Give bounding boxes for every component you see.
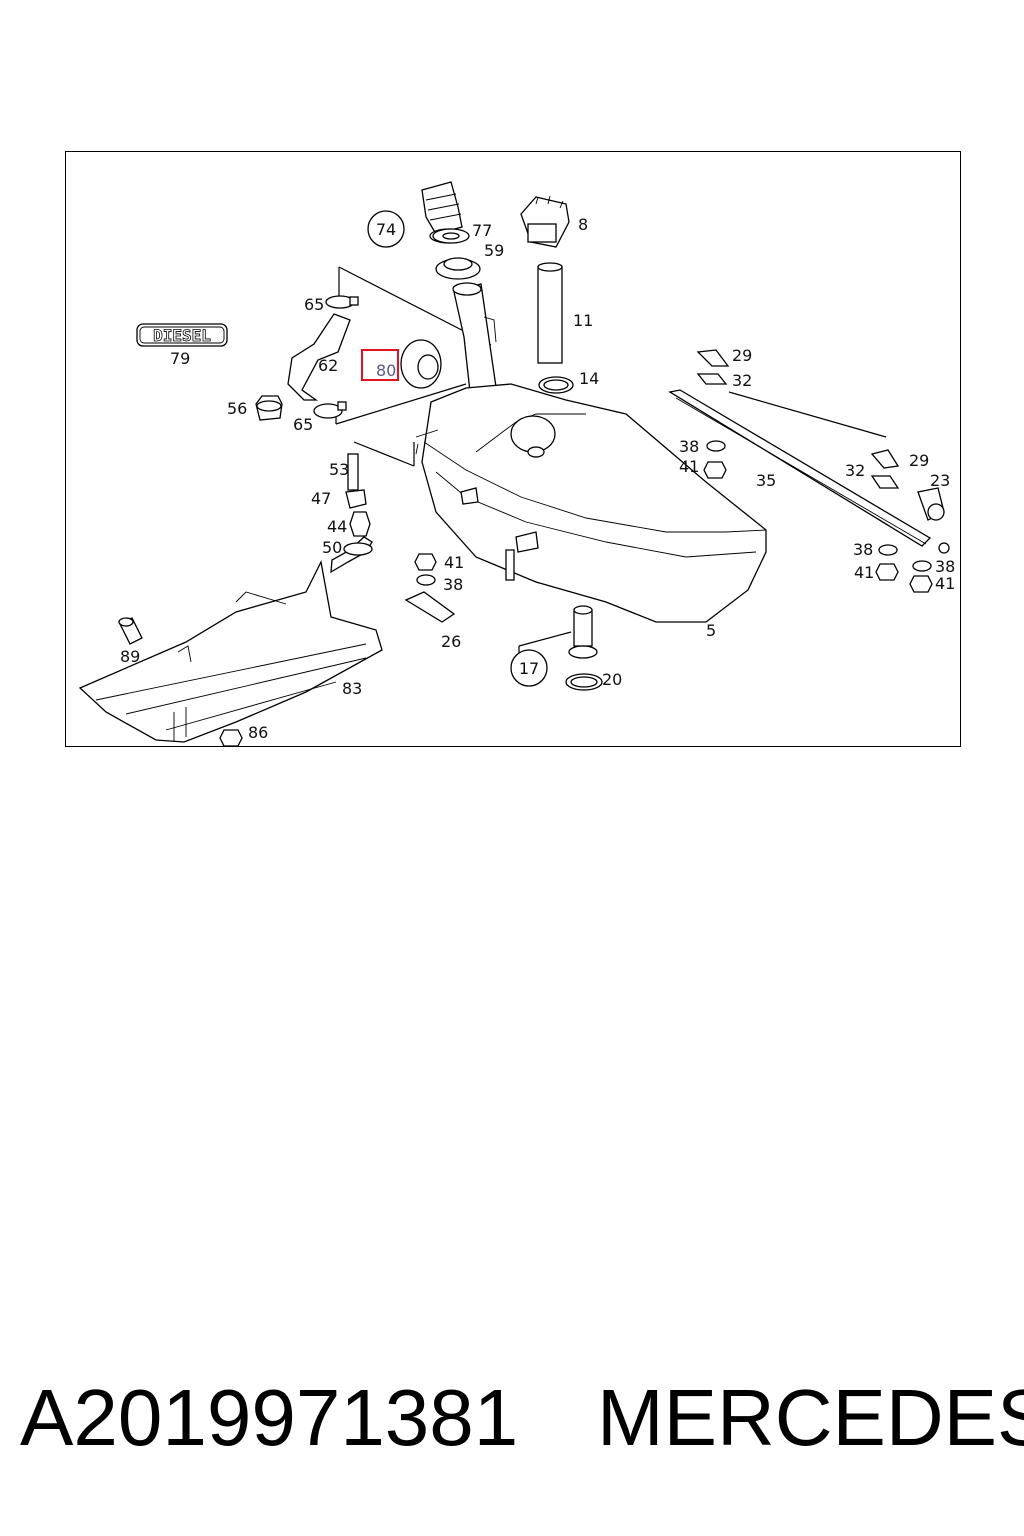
filler-neck-pipe <box>452 282 497 393</box>
callout-17: 17 <box>519 659 539 678</box>
hose-clamp-lower <box>313 401 347 419</box>
callout-44: 44 <box>327 517 347 536</box>
callout-23: 23 <box>930 471 950 490</box>
bracket-32-right <box>870 475 900 489</box>
callout-89: 89 <box>120 647 140 666</box>
underbody-shield <box>78 559 383 743</box>
callout-14: 14 <box>579 369 599 388</box>
callout-41-mid: 41 <box>444 553 464 572</box>
nut-86 <box>219 729 243 746</box>
fuel-strainer <box>568 605 598 659</box>
washer-38-right-b <box>912 560 932 572</box>
callout-59: 59 <box>484 241 504 260</box>
callout-35: 35 <box>756 471 776 490</box>
caption-footer: A2019971381 MERCEDES <box>0 1372 1024 1472</box>
nut-41-center <box>703 461 727 479</box>
fuel-tank <box>415 383 767 623</box>
callout-38-right-a: 38 <box>853 540 873 559</box>
callout-38-center: 38 <box>679 437 699 456</box>
callout-53: 53 <box>329 460 349 479</box>
callout-11: 11 <box>573 311 593 330</box>
fuel-tank-exploded-diagram: DIESEL <box>78 181 955 746</box>
seal-ring-14 <box>538 376 574 394</box>
hose-clamp-upper <box>325 295 359 309</box>
washer-38-right-a <box>878 544 898 556</box>
bracket-26 <box>404 591 456 623</box>
bushing-89 <box>118 617 143 645</box>
grommet-59 <box>435 257 481 280</box>
callout-41-right-b: 41 <box>935 574 955 593</box>
pin-53 <box>347 453 359 491</box>
bracket-29-right <box>870 449 900 469</box>
callout-26: 26 <box>441 632 461 651</box>
washer-38-center <box>706 440 726 452</box>
callout-47: 47 <box>311 489 331 508</box>
callout-56: 56 <box>227 399 247 418</box>
callout-41-right-a: 41 <box>854 563 874 582</box>
fuel-sender-unit <box>520 195 570 248</box>
callout-labels: 74 77 59 8 65 62 80 11 14 29 32 79 56 65… <box>120 215 955 742</box>
gasket-ring-77 <box>432 228 470 244</box>
highlight-box-80 <box>361 349 399 381</box>
tank-strap <box>668 389 932 547</box>
callout-50: 50 <box>322 538 342 557</box>
connector-23 <box>917 487 950 554</box>
callout-38-right-b: 38 <box>935 557 955 576</box>
callout-83: 83 <box>342 679 362 698</box>
diesel-badge-text: DIESEL <box>153 326 211 345</box>
cap-56 <box>255 395 283 421</box>
elbow-50 <box>330 536 373 574</box>
fuel-level-tube <box>537 262 563 364</box>
callout-8: 8 <box>578 215 588 234</box>
diesel-badge: DIESEL <box>136 323 228 347</box>
grommet-80 <box>400 339 442 389</box>
callout-32-right: 32 <box>845 461 865 480</box>
callout-29-right: 29 <box>909 451 929 470</box>
callout-5: 5 <box>706 621 716 640</box>
callout-77: 77 <box>472 221 492 240</box>
callout-20: 20 <box>602 670 622 689</box>
callout-86: 86 <box>248 723 268 742</box>
callout-41-center: 41 <box>679 457 699 476</box>
washer-38-mid <box>416 574 436 586</box>
nut-41-mid <box>414 553 437 571</box>
seal-ring-20 <box>565 673 603 691</box>
callout-65-lower: 65 <box>293 415 313 434</box>
callout-74: 74 <box>376 220 396 239</box>
callout-32-upper: 32 <box>732 371 752 390</box>
parts-diagram-frame: DIESEL <box>65 151 961 747</box>
bracket-29-upper <box>696 349 730 367</box>
callout-65-upper: 65 <box>304 295 324 314</box>
callout-80: 80 <box>376 361 396 380</box>
brand-name: MERCEDES <box>597 1373 1024 1462</box>
nut-41-right-b <box>909 575 933 593</box>
nipple-44 <box>349 511 371 537</box>
bracket-32-upper <box>696 373 728 385</box>
callout-38-mid: 38 <box>443 575 463 594</box>
vent-hose <box>287 313 351 401</box>
clip-47 <box>345 489 367 509</box>
callout-circle-17 <box>510 649 548 687</box>
nut-41-right-a <box>875 563 899 581</box>
callout-62: 62 <box>318 356 338 375</box>
callout-79: 79 <box>170 349 190 368</box>
callout-29-upper: 29 <box>732 346 752 365</box>
callout-circle-74 <box>367 210 405 248</box>
part-number: A2019971381 <box>20 1373 519 1462</box>
